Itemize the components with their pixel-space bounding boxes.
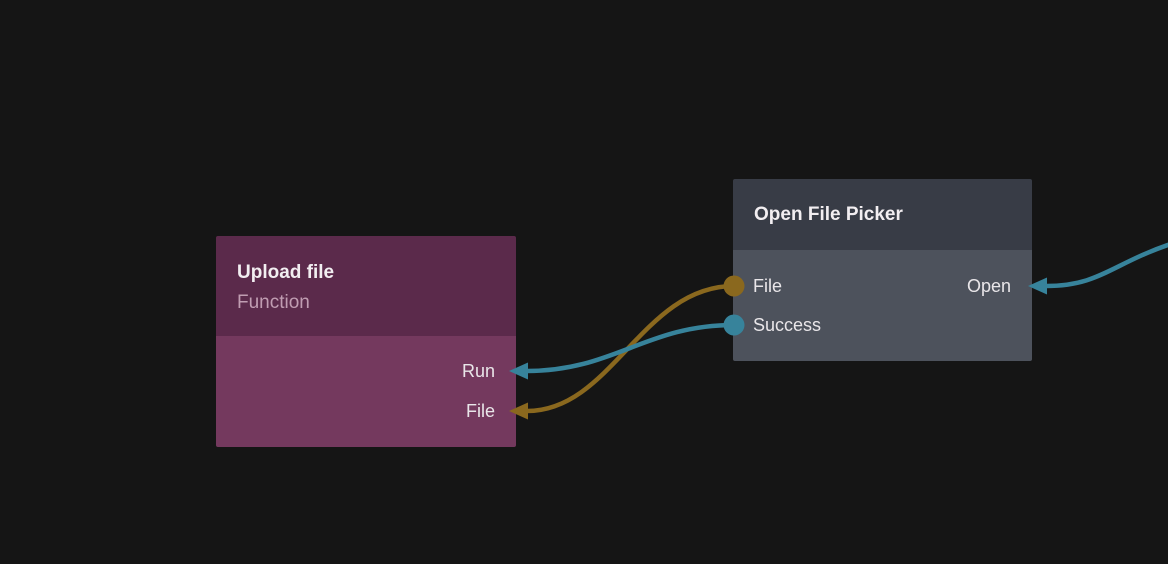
node-upload-file-subtitle: Function [237,292,310,313]
node-upload-file-title: Upload file [237,262,335,283]
port-run-input[interactable]: Run [461,361,495,381]
wire-success-to-run[interactable] [509,322,737,380]
port-file-input[interactable]: File [465,401,495,421]
node-upload-file-header[interactable]: Upload file Function [216,236,516,336]
port-open-input[interactable]: Open [966,276,1011,296]
node-upload-file[interactable]: Upload file Function Run File [216,236,516,447]
wire-open-incoming[interactable] [1028,241,1168,295]
node-open-file-picker-header[interactable]: Open File Picker [733,179,1032,250]
node-upload-file-body: Run File [216,336,516,447]
node-open-file-picker[interactable]: Open File Picker File Success Open [733,179,1032,361]
port-success-output[interactable]: Success [753,315,822,335]
port-file-output[interactable]: File [753,276,783,296]
node-open-file-picker-title: Open File Picker [754,203,903,225]
node-open-file-picker-body: File Success Open [733,250,1032,361]
wire-file-to-file[interactable] [509,283,737,420]
